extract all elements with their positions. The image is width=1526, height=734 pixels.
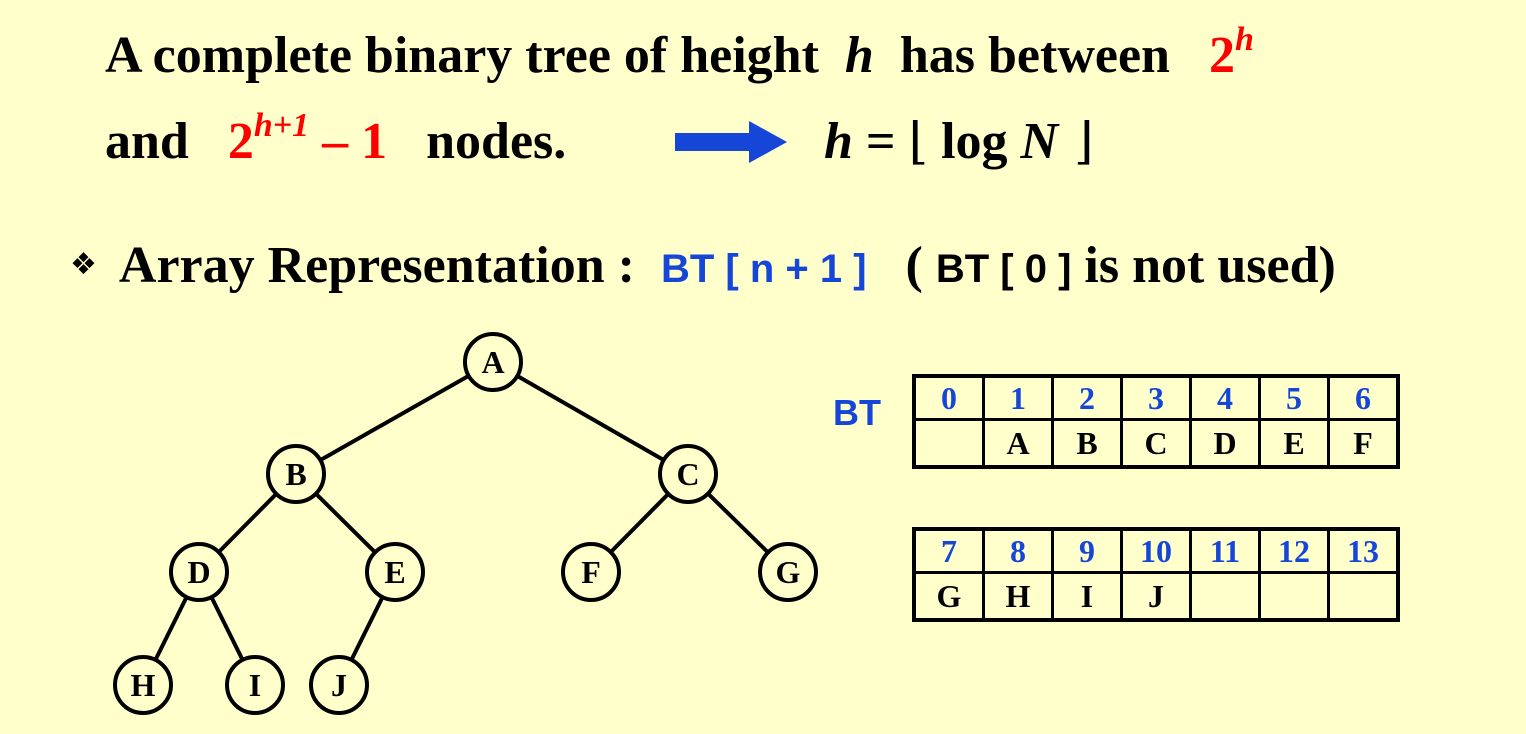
array-heading-text: Array Representation : (118, 237, 635, 294)
value-cell: E (1258, 418, 1330, 469)
tree-node-label: D (187, 554, 210, 590)
statement-middle: has between (899, 27, 1170, 84)
value-cell (1327, 571, 1400, 622)
index-cell: 12 (1258, 527, 1330, 574)
array-representation-heading: ❖ Array Representation : BT [ n + 1 ] ( B… (70, 240, 1336, 292)
statement-nodes: nodes. (426, 113, 567, 170)
note-open-paren: ( (905, 237, 923, 294)
formula-h: h (824, 113, 853, 170)
index-cell: 13 (1327, 527, 1400, 574)
index-row: 0 1 2 3 4 5 6 (912, 374, 1400, 421)
value-cell: H (982, 571, 1054, 622)
value-cell: F (1327, 418, 1400, 469)
upper-bound-base: 2 (227, 113, 254, 170)
note-text: is not used) (1084, 237, 1336, 294)
tree-nodes: A B C D E F G H I J (113, 332, 818, 715)
lower-bound-base: 2 (1208, 27, 1235, 84)
height-variable: h (844, 27, 874, 84)
tree-edge-A-B (295, 360, 494, 476)
implies-arrow-icon (675, 121, 787, 163)
tree-node-label: F (581, 554, 601, 590)
index-cell: 9 (1051, 527, 1123, 574)
tree-node-label: H (131, 667, 156, 703)
binary-tree-diagram: A B C D E F G H I J (113, 332, 818, 715)
value-row: G H I J (912, 571, 1400, 622)
index-cell: 2 (1051, 374, 1123, 421)
tree-node-circle (266, 444, 326, 504)
tree-node-circle (225, 655, 285, 715)
statement-line-1: A complete binary tree of height h has b… (105, 23, 1254, 84)
tree-node-label: E (384, 554, 405, 590)
index-row: 7 8 9 10 11 12 13 (912, 527, 1400, 574)
index-cell: 0 (912, 374, 985, 421)
tree-edge-A-C (492, 360, 689, 476)
tree-node-A: A (463, 332, 523, 392)
tree-node-circle (309, 655, 369, 715)
index-cell: 3 (1120, 374, 1192, 421)
tree-node-label: B (285, 456, 306, 492)
index-cell: 4 (1189, 374, 1261, 421)
tree-node-B: B (266, 444, 326, 504)
tree-node-circle (463, 332, 523, 392)
index-cell: 7 (912, 527, 985, 574)
statement-prefix: A complete binary tree of height (105, 27, 819, 84)
value-cell: I (1051, 571, 1123, 622)
tree-node-circle (561, 542, 621, 602)
tree-node-label: C (676, 456, 699, 492)
statement-line-2: and 2h+1 – 1 nodes. (105, 109, 567, 170)
value-cell: J (1120, 571, 1192, 622)
index-cell: 5 (1258, 374, 1330, 421)
upper-bound-exponent: h+1 (253, 107, 310, 144)
value-cell: D (1189, 418, 1261, 469)
value-cell: C (1120, 418, 1192, 469)
lower-bound-exponent: h (1234, 21, 1254, 58)
value-cell (912, 418, 985, 469)
floor-right-bracket: ⌋ (1058, 112, 1094, 170)
value-row: A B C D E F (912, 418, 1400, 469)
tree-node-circle (365, 542, 425, 602)
tree-node-D: D (169, 542, 229, 602)
tree-node-I: I (225, 655, 285, 715)
tree-edges (141, 360, 790, 686)
tree-node-H: H (113, 655, 173, 715)
upper-bound: 2h+1 – 1 (227, 109, 388, 170)
bt-array-label: BT (833, 392, 881, 433)
index-cell: 11 (1189, 527, 1261, 574)
index-cell: 10 (1120, 527, 1192, 574)
array-declaration: BT [ n + 1 ] (660, 247, 867, 291)
tree-node-circle (658, 444, 718, 504)
array-table-1: 0 1 2 3 4 5 6 A B C D E F (912, 374, 1400, 469)
upper-bound-tail: – 1 (309, 113, 388, 170)
diamond-bullet-icon: ❖ (70, 247, 97, 282)
tree-node-label: I (249, 667, 261, 703)
tree-node-circle (758, 542, 818, 602)
height-formula: h = ⌊ log N ⌋ (824, 116, 1094, 168)
formula-log: log (928, 113, 1021, 170)
tree-node-F: F (561, 542, 621, 602)
index-cell: 6 (1327, 374, 1400, 421)
formula-eq: = (852, 113, 909, 170)
tree-node-circle (113, 655, 173, 715)
tree-node-label: J (331, 667, 347, 703)
lower-bound: 2h (1208, 23, 1254, 84)
value-cell: B (1051, 418, 1123, 469)
note-code: BT [ 0 ] (935, 247, 1072, 291)
statement-and: and (105, 113, 189, 170)
tree-node-C: C (658, 444, 718, 504)
tree-node-circle (169, 542, 229, 602)
index-cell: 1 (982, 374, 1054, 421)
tree-node-E: E (365, 542, 425, 602)
floor-left-bracket: ⌊ (908, 112, 929, 170)
array-table-2: 7 8 9 10 11 12 13 G H I J (912, 527, 1400, 622)
value-cell: A (982, 418, 1054, 469)
formula-N: N (1020, 113, 1059, 170)
tree-node-label: A (481, 344, 504, 380)
tree-node-label: G (776, 554, 801, 590)
tree-node-G: G (758, 542, 818, 602)
value-cell (1258, 571, 1330, 622)
value-cell (1189, 571, 1261, 622)
value-cell: G (912, 571, 985, 622)
index-cell: 8 (982, 527, 1054, 574)
tree-node-J: J (309, 655, 369, 715)
